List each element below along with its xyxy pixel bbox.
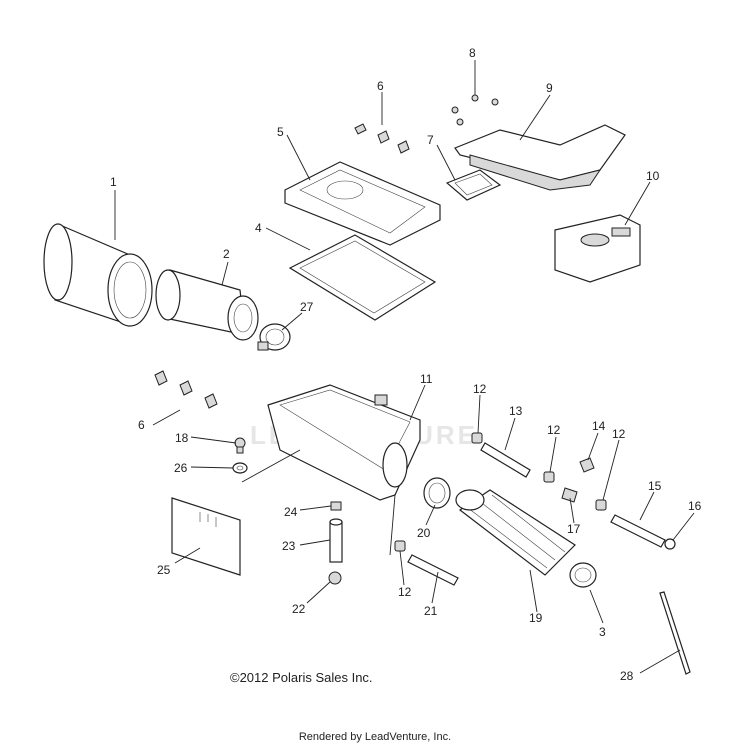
part-4-gasket (288, 234, 437, 321)
part-8-screws (451, 94, 499, 126)
callout-12-b: 12 (547, 423, 561, 437)
part-21-tube (407, 554, 459, 586)
callout-5: 5 (277, 125, 284, 139)
callout-15: 15 (648, 479, 662, 493)
callout-3: 3 (599, 625, 606, 639)
part-24-clip (330, 501, 342, 511)
part-13-tube (480, 442, 531, 478)
part-26-washer (232, 462, 248, 474)
callout-26: 26 (174, 461, 188, 475)
callout-4: 4 (255, 221, 262, 235)
part-1-filter-sleeve (43, 223, 153, 327)
callout-12-c: 12 (612, 427, 626, 441)
callout-1: 1 (110, 175, 117, 189)
part-6-clips-left (154, 370, 218, 409)
callout-labels: 1 2 3 4 5 6 6 7 8 9 10 11 12 12 12 12 13… (110, 46, 702, 683)
callout-23: 23 (282, 539, 296, 553)
copyright-text: ©2012 Polaris Sales Inc. (230, 670, 373, 685)
callout-21: 21 (424, 604, 438, 618)
part-17-valve (561, 487, 578, 503)
callout-10: 10 (646, 169, 660, 183)
callout-20: 20 (417, 526, 431, 540)
callout-16: 16 (688, 499, 702, 513)
callout-19: 19 (529, 611, 543, 625)
callout-8: 8 (469, 46, 476, 60)
callout-17: 17 (567, 522, 581, 536)
part-27-clamp (257, 323, 291, 351)
part-19-intake-hose (455, 489, 576, 576)
part-22-fitting (328, 571, 342, 585)
leader-lines (114, 60, 695, 674)
part-12-grommets (394, 432, 607, 552)
callout-14: 14 (592, 419, 606, 433)
part-5-airbox-lid (284, 161, 441, 246)
part-3-clamp (569, 562, 597, 588)
callout-28: 28 (620, 669, 634, 683)
part-15-tube (610, 514, 666, 548)
callout-13: 13 (509, 404, 523, 418)
part-6-clips-top (354, 123, 410, 154)
callout-24: 24 (284, 505, 298, 519)
part-11-airbox (267, 384, 421, 501)
part-7-small-gasket (445, 169, 502, 201)
callout-12-d: 12 (398, 585, 412, 599)
part-16-clamp (664, 538, 676, 550)
part-2-filter-element (155, 269, 259, 341)
callout-12-a: 12 (473, 382, 487, 396)
rendered-by-text: Rendered by LeadVenture, Inc. (298, 731, 452, 743)
part-18-push-rivet (234, 437, 246, 454)
callout-2: 2 (223, 247, 230, 261)
part-9-intake-duct (454, 124, 626, 191)
part-25-label (171, 497, 241, 576)
callout-6-top: 6 (377, 79, 384, 93)
callout-9: 9 (546, 81, 553, 95)
part-10-foam-block (554, 214, 641, 283)
callout-11: 11 (420, 372, 433, 386)
part-23-drain-tube (329, 518, 343, 563)
callout-27: 27 (300, 300, 314, 314)
callout-18: 18 (175, 431, 189, 445)
callout-7: 7 (427, 133, 434, 147)
part-20-coupler (423, 477, 451, 509)
part-14-clip (579, 457, 595, 473)
callout-6-left: 6 (138, 418, 145, 432)
callout-22: 22 (292, 602, 306, 616)
callout-25: 25 (157, 563, 171, 577)
part-28-strap (659, 591, 691, 675)
